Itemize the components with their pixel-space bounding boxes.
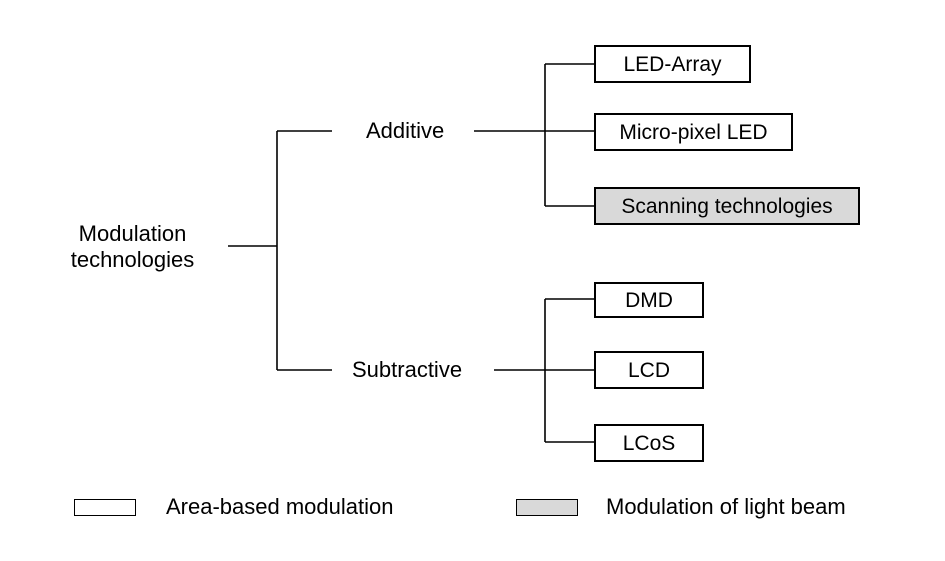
root-label-line1: Modulation (78, 221, 187, 246)
branch-subtractive-label: Subtractive (352, 357, 463, 382)
node-led-array: LED-Array (594, 45, 751, 83)
node-micro-pixel-led: Micro-pixel LED (594, 113, 793, 151)
node-scanning-technologies: Scanning technologies (594, 187, 860, 225)
legend-area-based-label: Area-based modulation (166, 494, 394, 519)
legend-light-beam-label: Modulation of light beam (606, 494, 846, 519)
node-dmd: DMD (594, 282, 704, 318)
legend-area-based-swatch (74, 499, 136, 516)
root-node: Modulation technologies (60, 221, 205, 273)
node-lcos: LCoS (594, 424, 704, 462)
branch-additive-label: Additive (366, 118, 445, 143)
root-label-line2: technologies (70, 247, 195, 272)
node-lcd: LCD (594, 351, 704, 389)
legend-light-beam-swatch (516, 499, 578, 516)
